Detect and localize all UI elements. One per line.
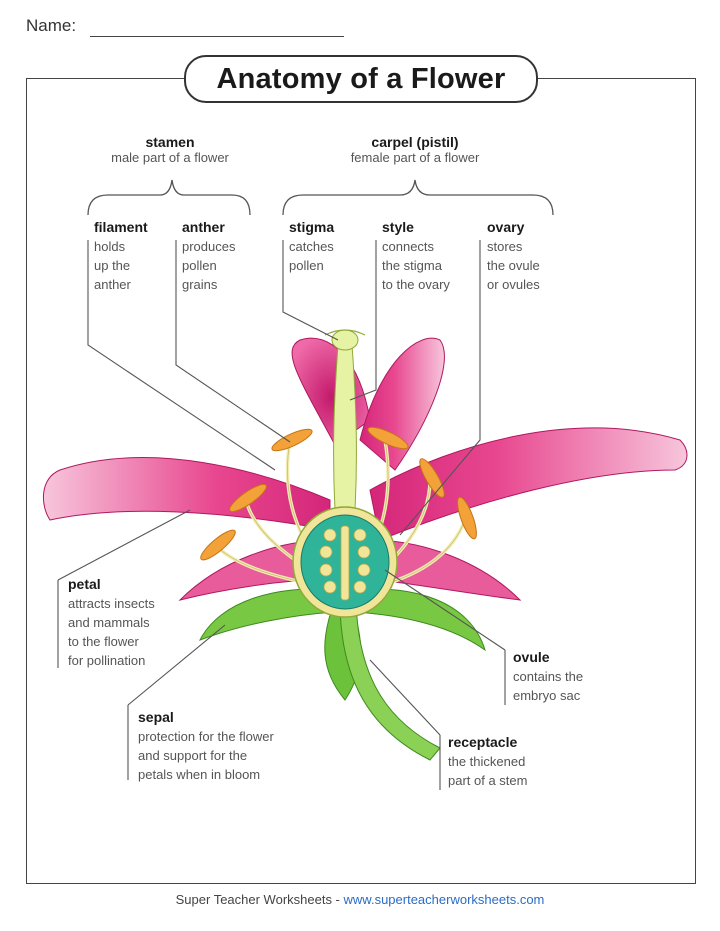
- style-term: style: [382, 219, 414, 235]
- footer-url[interactable]: www.superteacherworksheets.com: [343, 892, 545, 907]
- stamen-group-label: stamen male part of a flower: [90, 134, 250, 165]
- style: [333, 344, 357, 511]
- anther-2: [229, 483, 267, 513]
- anther-desc: produces pollen grains: [182, 239, 236, 292]
- anther-label: anther produces pollen grains: [182, 218, 235, 294]
- title-banner: Anatomy of a Flower: [184, 55, 538, 103]
- anther-term: anther: [182, 219, 225, 235]
- stamen-term: stamen: [145, 134, 195, 150]
- carpel-term: carpel (pistil): [371, 134, 459, 150]
- receptacle-label: receptacle the thickened part of a stem: [448, 733, 527, 790]
- name-label: Name:: [26, 16, 77, 35]
- petal-label: petal attracts insects and mammals to th…: [68, 575, 155, 670]
- anther-1: [271, 428, 313, 452]
- leader-lines: [57, 240, 506, 790]
- receptacle-term: receptacle: [448, 734, 518, 750]
- ovary-term: ovary: [487, 219, 525, 235]
- anther-5: [419, 458, 445, 498]
- anther-6: [457, 496, 477, 540]
- carpel-desc: female part of a flower: [350, 150, 480, 165]
- ovule-term: ovule: [513, 649, 550, 665]
- petal-back-right: [359, 337, 445, 471]
- stamen-bracket: [87, 179, 251, 216]
- filament-label: filament holds up the anther: [94, 218, 148, 294]
- footer: Super Teacher Worksheets - www.superteac…: [0, 892, 720, 907]
- page-title: Anatomy of a Flower: [216, 62, 506, 95]
- ovule-label: ovule contains the embryo sac: [513, 648, 583, 705]
- stigma: [331, 329, 359, 351]
- carpel-bracket: [282, 179, 554, 216]
- style-desc: connects the stigma to the ovary: [382, 239, 450, 292]
- petal-right: [369, 427, 688, 541]
- receptacle-desc: the thickened part of a stem: [448, 754, 528, 788]
- carpel-group-label: carpel (pistil) female part of a flower: [325, 134, 505, 165]
- style-label: style connects the stigma to the ovary: [382, 218, 450, 294]
- ovary-label: ovary stores the ovule or ovules: [487, 218, 540, 294]
- petal-term: petal: [68, 576, 101, 592]
- ovule-desc: contains the embryo sac: [513, 669, 584, 703]
- stigma-term: stigma: [289, 219, 335, 235]
- petal-lower-right: [369, 539, 522, 601]
- stigma-label: stigma catches pollen: [289, 218, 334, 275]
- stem: [339, 599, 441, 761]
- stamen-desc: male part of a flower: [111, 150, 229, 165]
- ovules: [319, 525, 371, 601]
- sepal-label: sepal protection for the flower and supp…: [138, 708, 274, 784]
- footer-publisher: Super Teacher Worksheets -: [175, 892, 344, 907]
- petal-desc: attracts insects and mammals to the flow…: [68, 596, 155, 668]
- petal-back-left: [291, 337, 371, 446]
- sepal-left: [198, 588, 336, 641]
- sepal-term: sepal: [138, 709, 174, 725]
- stigma-desc: catches pollen: [289, 239, 334, 273]
- name-field[interactable]: [90, 36, 344, 37]
- petal-left: [42, 457, 331, 531]
- filament-desc: holds up the anther: [94, 239, 131, 292]
- anther-3: [200, 529, 236, 561]
- sepal-right: [354, 588, 486, 652]
- sepal-desc: protection for the flower and support fo…: [138, 729, 274, 782]
- ovary-desc: stores the ovule or ovules: [487, 239, 540, 292]
- filament-term: filament: [94, 219, 148, 235]
- anther-4: [367, 426, 409, 450]
